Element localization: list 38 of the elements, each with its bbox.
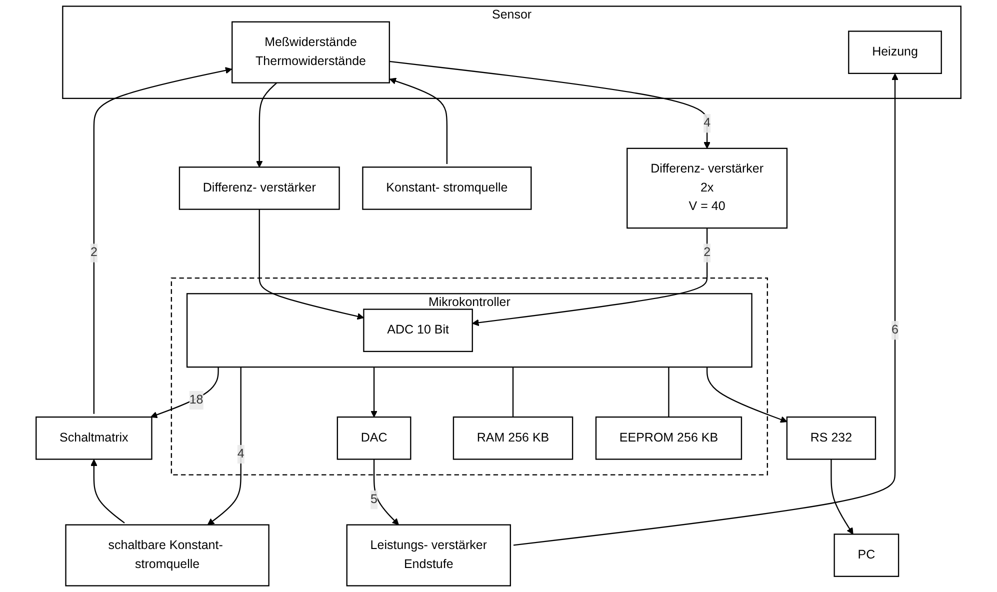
arrow <box>150 367 219 418</box>
arrow <box>370 367 378 418</box>
arrow <box>830 459 854 535</box>
node-box: EEPROM 256 KB <box>595 416 742 460</box>
arrow <box>389 78 448 164</box>
cluster <box>170 277 768 476</box>
node-box: DAC <box>336 416 412 460</box>
edge-label: 5 <box>370 492 378 506</box>
node-box: Heizung <box>848 30 942 74</box>
node-box: schaltbare Konstant- stromquelle <box>65 524 270 586</box>
node-box: Konstant- stromquelle <box>362 166 532 210</box>
arrow <box>513 73 898 546</box>
node-box: Differenz- verstärker 2x V = 40 <box>626 148 788 229</box>
edge-label: 18 <box>189 393 204 406</box>
node-box: ADC 10 Bit <box>363 308 473 352</box>
node-box: RAM 256 KB <box>452 416 574 460</box>
edge-label: 4 <box>704 116 711 130</box>
connector <box>512 367 514 418</box>
node-box: RS 232 <box>786 416 876 460</box>
arrow <box>90 459 125 524</box>
edge-label: 4 <box>237 447 244 460</box>
edge-label: 2 <box>704 246 711 260</box>
node-box: Differenz- verstärker <box>178 166 340 210</box>
edge-label: 2 <box>90 246 98 260</box>
arrow <box>389 60 710 149</box>
edge-label: 6 <box>892 323 898 337</box>
node-box: Leistungs- verstärker Endstufe <box>346 524 511 586</box>
arrow <box>373 459 399 526</box>
arrow <box>93 67 232 414</box>
node-box: Schaltmatrix <box>36 416 152 460</box>
arrow <box>706 367 788 423</box>
node-box: Meßwiderstände Thermowiderstände <box>232 21 390 84</box>
arrow <box>256 82 278 168</box>
arrow <box>472 228 708 326</box>
connector <box>668 367 670 418</box>
arrow <box>258 209 364 320</box>
node-box: PC <box>834 534 900 577</box>
arrow <box>207 367 242 526</box>
